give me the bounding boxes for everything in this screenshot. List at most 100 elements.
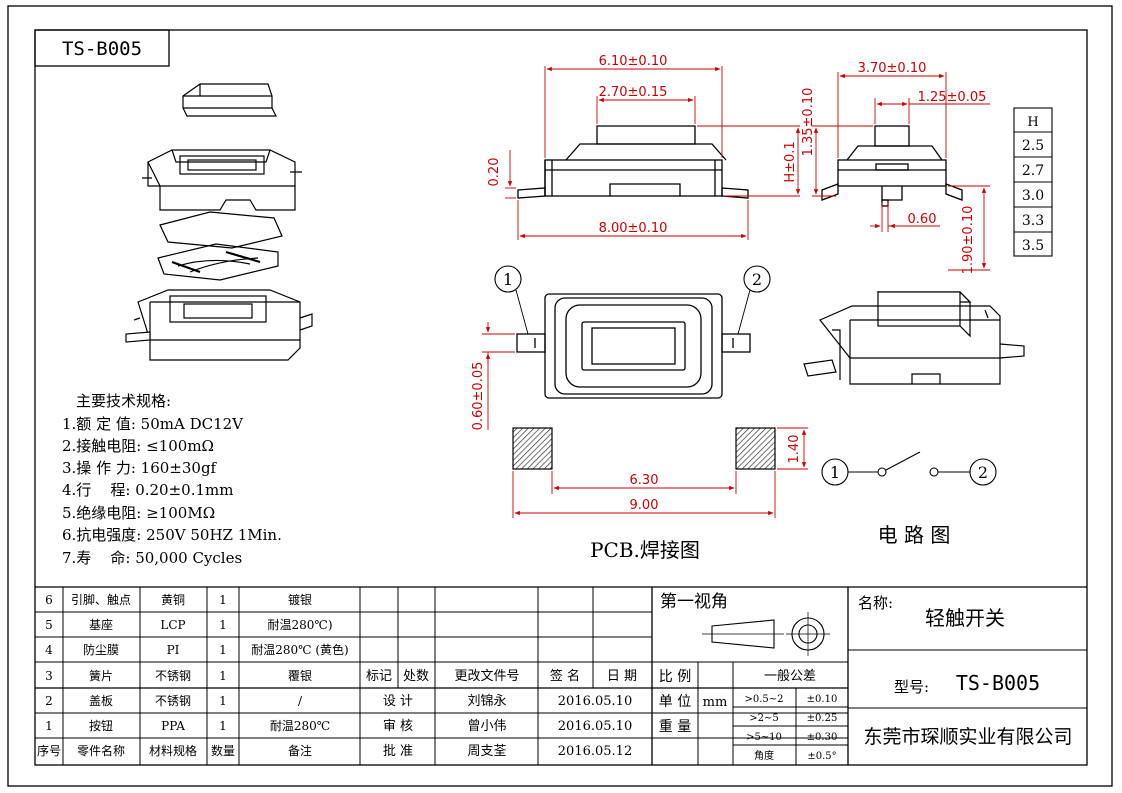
tolerance-title: 一般公差 (764, 668, 816, 684)
svg-text:按钮: 按钮 (89, 718, 113, 733)
circuit-terminal-1-label: 1 (830, 463, 840, 482)
svg-text:1: 1 (45, 719, 53, 733)
isometric-view (803, 291, 1025, 385)
svg-text:1: 1 (219, 669, 227, 683)
bom-row: 5 基座 LCP 1 耐温280℃) (45, 617, 332, 632)
svg-text:防尘膜: 防尘膜 (83, 642, 119, 657)
svg-text:4: 4 (45, 643, 53, 657)
h-table-value: 3.0 (1022, 188, 1044, 204)
front-view: 6.10±0.10 2.70±0.15 8.00±0.10 H±0.1 0.20 (487, 54, 801, 240)
scale-block: 比 例 单 位 mm 重 量 (659, 669, 728, 735)
circuit-terminal-2-label: 2 (978, 463, 988, 482)
approval-date: 2016.05.10 (558, 719, 632, 734)
pcb-caption: PCB.焊接图 (590, 538, 700, 562)
dim-base-width: 8.00±0.10 (599, 221, 668, 236)
tolerance-value: ±0.5° (807, 751, 836, 762)
product-name-label: 名称: (858, 594, 893, 612)
dim-thickness: 0.20 (487, 158, 502, 187)
svg-text:LCP: LCP (160, 618, 185, 632)
dim-pad-inner: 6.30 (630, 473, 659, 488)
pcb-footprint: 1.40 6.30 9.00 PCB.焊接图 (512, 427, 808, 562)
product-name: 轻触开关 (925, 606, 1005, 630)
title-block (35, 586, 1087, 765)
exploded-base (125, 289, 313, 361)
terminal-1-label: 1 (494, 265, 529, 335)
h-table-value: 2.5 (1022, 138, 1044, 154)
svg-text:2: 2 (45, 694, 53, 708)
svg-text:5: 5 (45, 618, 53, 632)
rev-header-count: 处数 (403, 669, 429, 684)
bom-row: 2 盖板 不锈钢 1 / (45, 694, 303, 708)
dim-height-135: 1.35±0.10 (801, 88, 816, 157)
circuit-caption: 电 路 图 (878, 523, 951, 547)
h-table-header: H (1027, 115, 1038, 130)
projection-label: 第一视角 (660, 592, 728, 612)
dim-pin-width: 0.60 (908, 212, 937, 227)
dim-top-width: 6.10±0.10 (599, 54, 668, 69)
bom-row: 3 簧片 不锈钢 1 覆银 (45, 668, 312, 683)
tolerance-range: >5~10 (746, 732, 782, 743)
spec-item: 6.抗电强度: 250V 50HZ 1Min. (62, 526, 282, 544)
svg-text:耐温280℃ (黄色): 耐温280℃ (黄色) (251, 643, 349, 657)
tolerance-range: >0.5~2 (744, 694, 783, 705)
bom-table: 6 引脚、触点 黄铜 1 镀银 5 基座 LCP 1 耐温280℃) 4 防尘膜… (37, 592, 349, 758)
rev-header-sign: 签 名 (550, 668, 580, 684)
approval-name: 周支荃 (467, 744, 506, 759)
dim-side-height: 1.90±0.10 (961, 206, 976, 275)
svg-text:PPA: PPA (161, 719, 185, 733)
pcb-pad-right (735, 427, 776, 470)
svg-text:黄铜: 黄铜 (161, 592, 185, 607)
tolerance-value: ±0.25 (807, 713, 838, 724)
svg-text:材料规格: 材料规格 (149, 743, 197, 758)
h-table-value: 3.3 (1022, 213, 1044, 229)
tolerance-value: ±0.10 (807, 694, 838, 705)
part-number-box: TS-B005 (34, 29, 170, 67)
approval-name: 曾小伟 (467, 719, 506, 734)
tolerance-range: 角度 (754, 749, 774, 762)
svg-text:备注: 备注 (288, 743, 312, 758)
svg-text:镀银: 镀银 (288, 593, 312, 607)
dim-side-width: 3.70±0.10 (858, 61, 927, 76)
unit-label: 单 位 (659, 694, 691, 710)
h-table-value: 3.5 (1022, 238, 1044, 254)
pcb-pad-left (512, 427, 553, 470)
spec-title: 主要技术规格: (76, 392, 171, 410)
svg-text:1: 1 (219, 593, 227, 607)
approval-role: 设 计 (383, 694, 413, 709)
tolerance-table: 一般公差 >0.5~2 ±0.10 >2~5 ±0.25 >5~10 ±0.30… (744, 668, 837, 762)
bom-row: 6 引脚、触点 黄铜 1 镀银 (45, 592, 312, 607)
svg-text:引脚、触点: 引脚、触点 (71, 592, 131, 607)
svg-text:簧片: 簧片 (89, 668, 113, 683)
top-view: 1 2 0.60±0.05 (471, 265, 771, 430)
svg-text:数量: 数量 (211, 743, 235, 758)
approval-name: 刘锦永 (467, 694, 506, 709)
dim-pad-outer: 9.00 (630, 498, 659, 513)
svg-text:1: 1 (503, 270, 513, 289)
spec-item: 4.行 程: 0.20±0.1mm (62, 481, 233, 499)
dim-pad-height: 1.40 (787, 435, 802, 464)
unit-value: mm (703, 695, 728, 710)
spec-item: 1.额 定 值: 50mA DC12V (62, 415, 244, 433)
rev-header-date: 日 期 (607, 669, 637, 684)
svg-text:零件名称: 零件名称 (77, 743, 125, 758)
svg-text:1: 1 (219, 719, 227, 733)
product-block: 名称: 轻触开关 型号: TS-B005 东莞市琛顺实业有限公司 (858, 594, 1073, 748)
circuit-terminal-2 (969, 458, 997, 486)
approval-role: 批 准 (383, 744, 413, 759)
projection-block: 第一视角 (660, 592, 830, 656)
svg-text:不锈钢: 不锈钢 (155, 669, 191, 683)
exploded-button (182, 83, 277, 117)
svg-text:序号: 序号 (37, 743, 61, 758)
svg-text:1: 1 (219, 643, 227, 657)
approval-role: 审 核 (383, 719, 413, 734)
svg-text:基座: 基座 (89, 617, 113, 632)
spec-item: 3.操 作 力: 160±30gf (62, 459, 218, 477)
tolerance-range: >2~5 (749, 713, 778, 724)
svg-text:/: / (298, 694, 303, 708)
approval-date: 2016.05.10 (558, 694, 632, 709)
exploded-dome (157, 243, 279, 281)
rev-header-mark: 标记 (366, 669, 392, 684)
svg-text:PI: PI (167, 643, 180, 657)
svg-text:1: 1 (219, 694, 227, 708)
svg-text:6: 6 (45, 593, 53, 607)
